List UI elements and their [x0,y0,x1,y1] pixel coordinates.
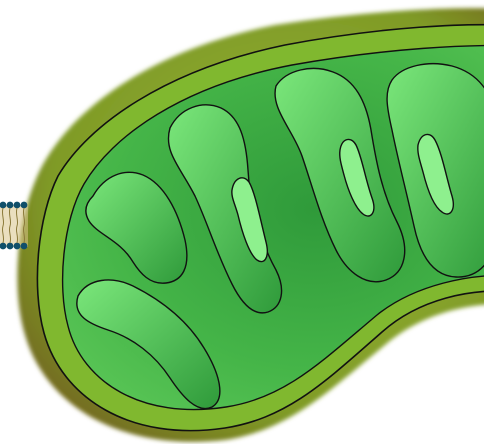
phospholipid-bilayer [0,202,28,250]
